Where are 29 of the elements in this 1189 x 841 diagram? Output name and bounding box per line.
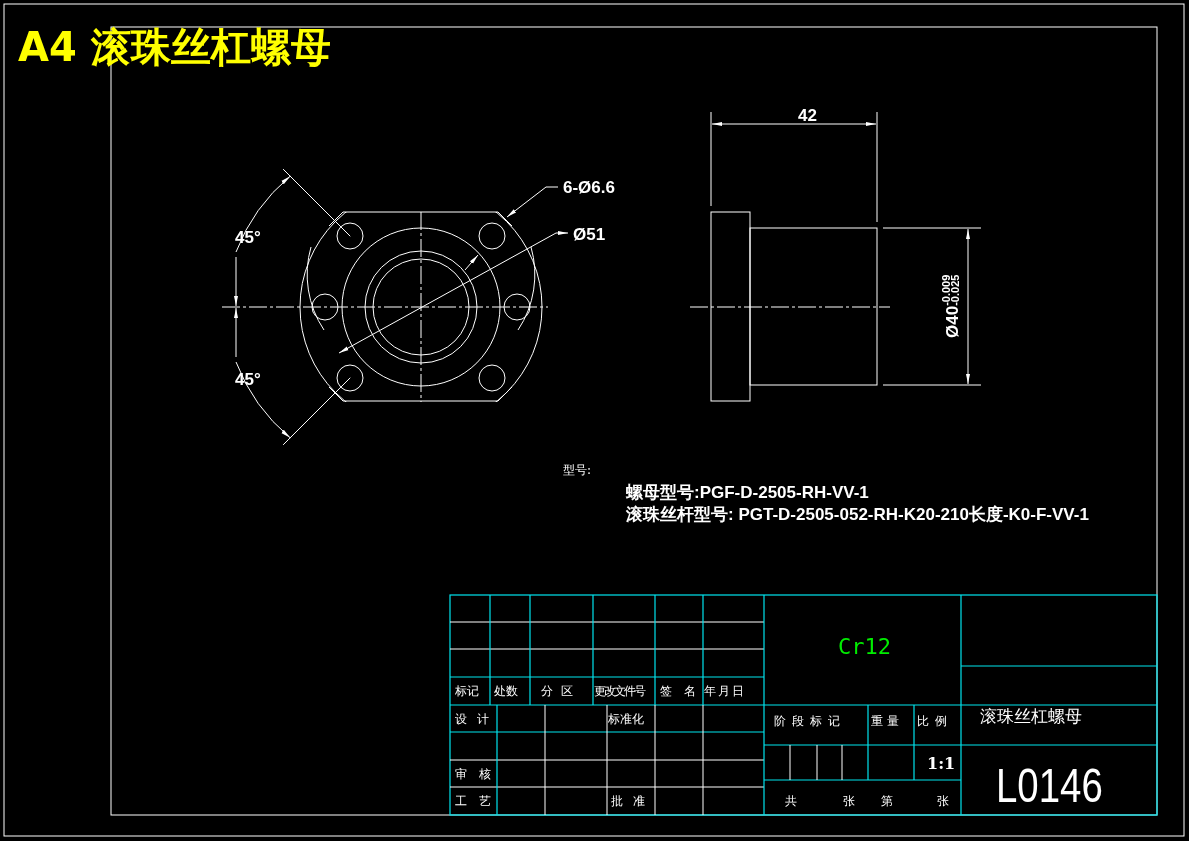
table-header: 工艺	[455, 793, 503, 810]
table-header: 标记	[455, 683, 479, 700]
table-header: 阶段标记	[774, 713, 846, 730]
table-header: 重量	[871, 713, 903, 730]
table-header: 标准化	[608, 711, 644, 728]
table-header: 张	[843, 793, 855, 810]
table-header: 比例	[917, 713, 953, 730]
table-header: 处数	[494, 683, 518, 700]
table-header: 更改文件号	[594, 683, 644, 700]
angle-text: 45°	[235, 370, 261, 390]
table-header: 张	[937, 793, 949, 810]
dimension-text: 6-Ø6.6	[563, 178, 615, 198]
part-name-text: 滚珠丝杠螺母	[980, 705, 1082, 728]
dimension-text: Ø51	[573, 225, 606, 245]
scale-text: 1:1	[927, 754, 956, 773]
table-header: 批准	[611, 793, 655, 810]
model-number-text: 螺母型号:PGF-D-2505-RH-VV-1	[626, 482, 869, 504]
table-header: 共	[785, 793, 797, 810]
model-number-text: 滚珠丝杆型号: PGT-D-2505-052-RH-K20-210长度-K0-F-VV-1	[626, 504, 1089, 526]
dimension-text: 42	[798, 106, 817, 126]
table-header: 第	[881, 793, 893, 810]
angle-text: 45°	[235, 228, 261, 248]
note-text: 型号:	[563, 462, 592, 479]
table-header: 设计	[455, 711, 499, 728]
table-header: 审核	[455, 766, 503, 783]
material-text: Cr12	[838, 634, 891, 659]
drawing-title: A4 滚珠丝杠螺母	[18, 23, 331, 72]
drawing-number-text: L0146	[996, 758, 1103, 813]
table-header: 分区	[541, 683, 581, 700]
